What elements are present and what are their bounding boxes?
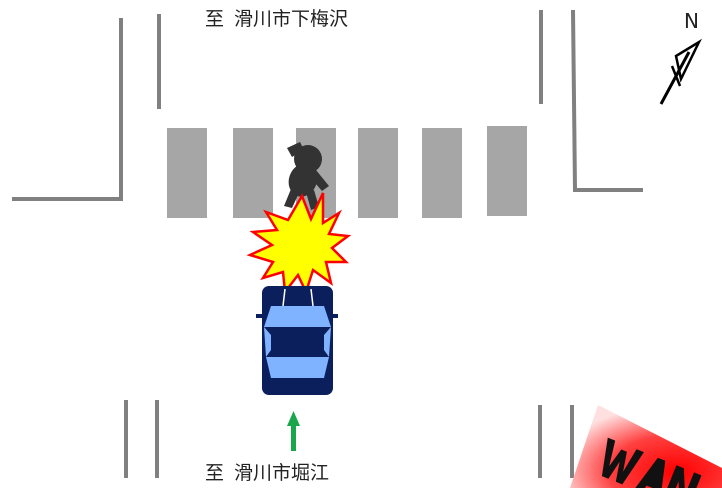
destination-label-south: 至滑川市堀江 <box>205 462 329 484</box>
crosswalk-stripe <box>233 128 273 218</box>
destination-prefix: 至 <box>205 462 225 484</box>
warning-sign-icon <box>570 405 722 488</box>
crosswalk-stripe <box>358 128 398 218</box>
crosswalk-stripe <box>487 126 527 216</box>
destination-name: 滑川市堀江 <box>234 462 330 484</box>
car-rear-window <box>266 357 329 378</box>
car-windshield <box>264 306 331 327</box>
car-topview-icon <box>256 286 338 395</box>
crosswalk <box>167 126 527 218</box>
road-edge-bottom <box>124 400 574 478</box>
arrow-up-icon <box>287 411 300 451</box>
north-arrow-icon <box>659 38 702 105</box>
crosswalk-stripe <box>422 128 462 218</box>
road-edge-upper-right <box>539 9 643 192</box>
pedestrian-icon <box>284 142 329 210</box>
compass-north-letter: N <box>684 9 699 33</box>
crosswalk-stripe <box>167 128 207 218</box>
destination-label-north: 至滑川市下梅沢 <box>205 8 348 30</box>
destination-prefix: 至 <box>205 8 225 30</box>
road-edge-upper-left <box>12 14 161 201</box>
destination-name: 滑川市下梅沢 <box>234 8 349 30</box>
